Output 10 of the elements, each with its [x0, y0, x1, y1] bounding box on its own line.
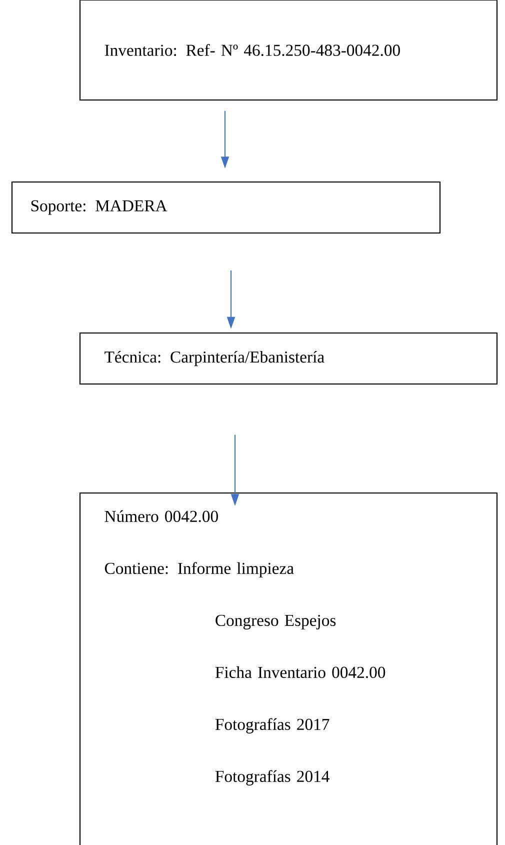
list-item: Congreso Espejos — [216, 614, 336, 630]
list-item: Fotografías 2017 — [215, 718, 330, 734]
list-item: Número 0042.00 — [104, 510, 218, 522]
text-box: Soporte: MADERA — [11, 181, 441, 234]
list-item: Contiene: Informe limpieza — [104, 562, 294, 578]
text-box: Técnica: Carpintería/Ebanistería — [79, 332, 498, 385]
list-box — [79, 492, 498, 845]
list-item: Ficha Inventario 0042.00 — [215, 666, 386, 678]
text-box: Inventario: Ref- Nº 46.15.250-483-0042.00 — [79, 0, 498, 101]
list-item: Fotografías 2014 — [215, 770, 330, 786]
